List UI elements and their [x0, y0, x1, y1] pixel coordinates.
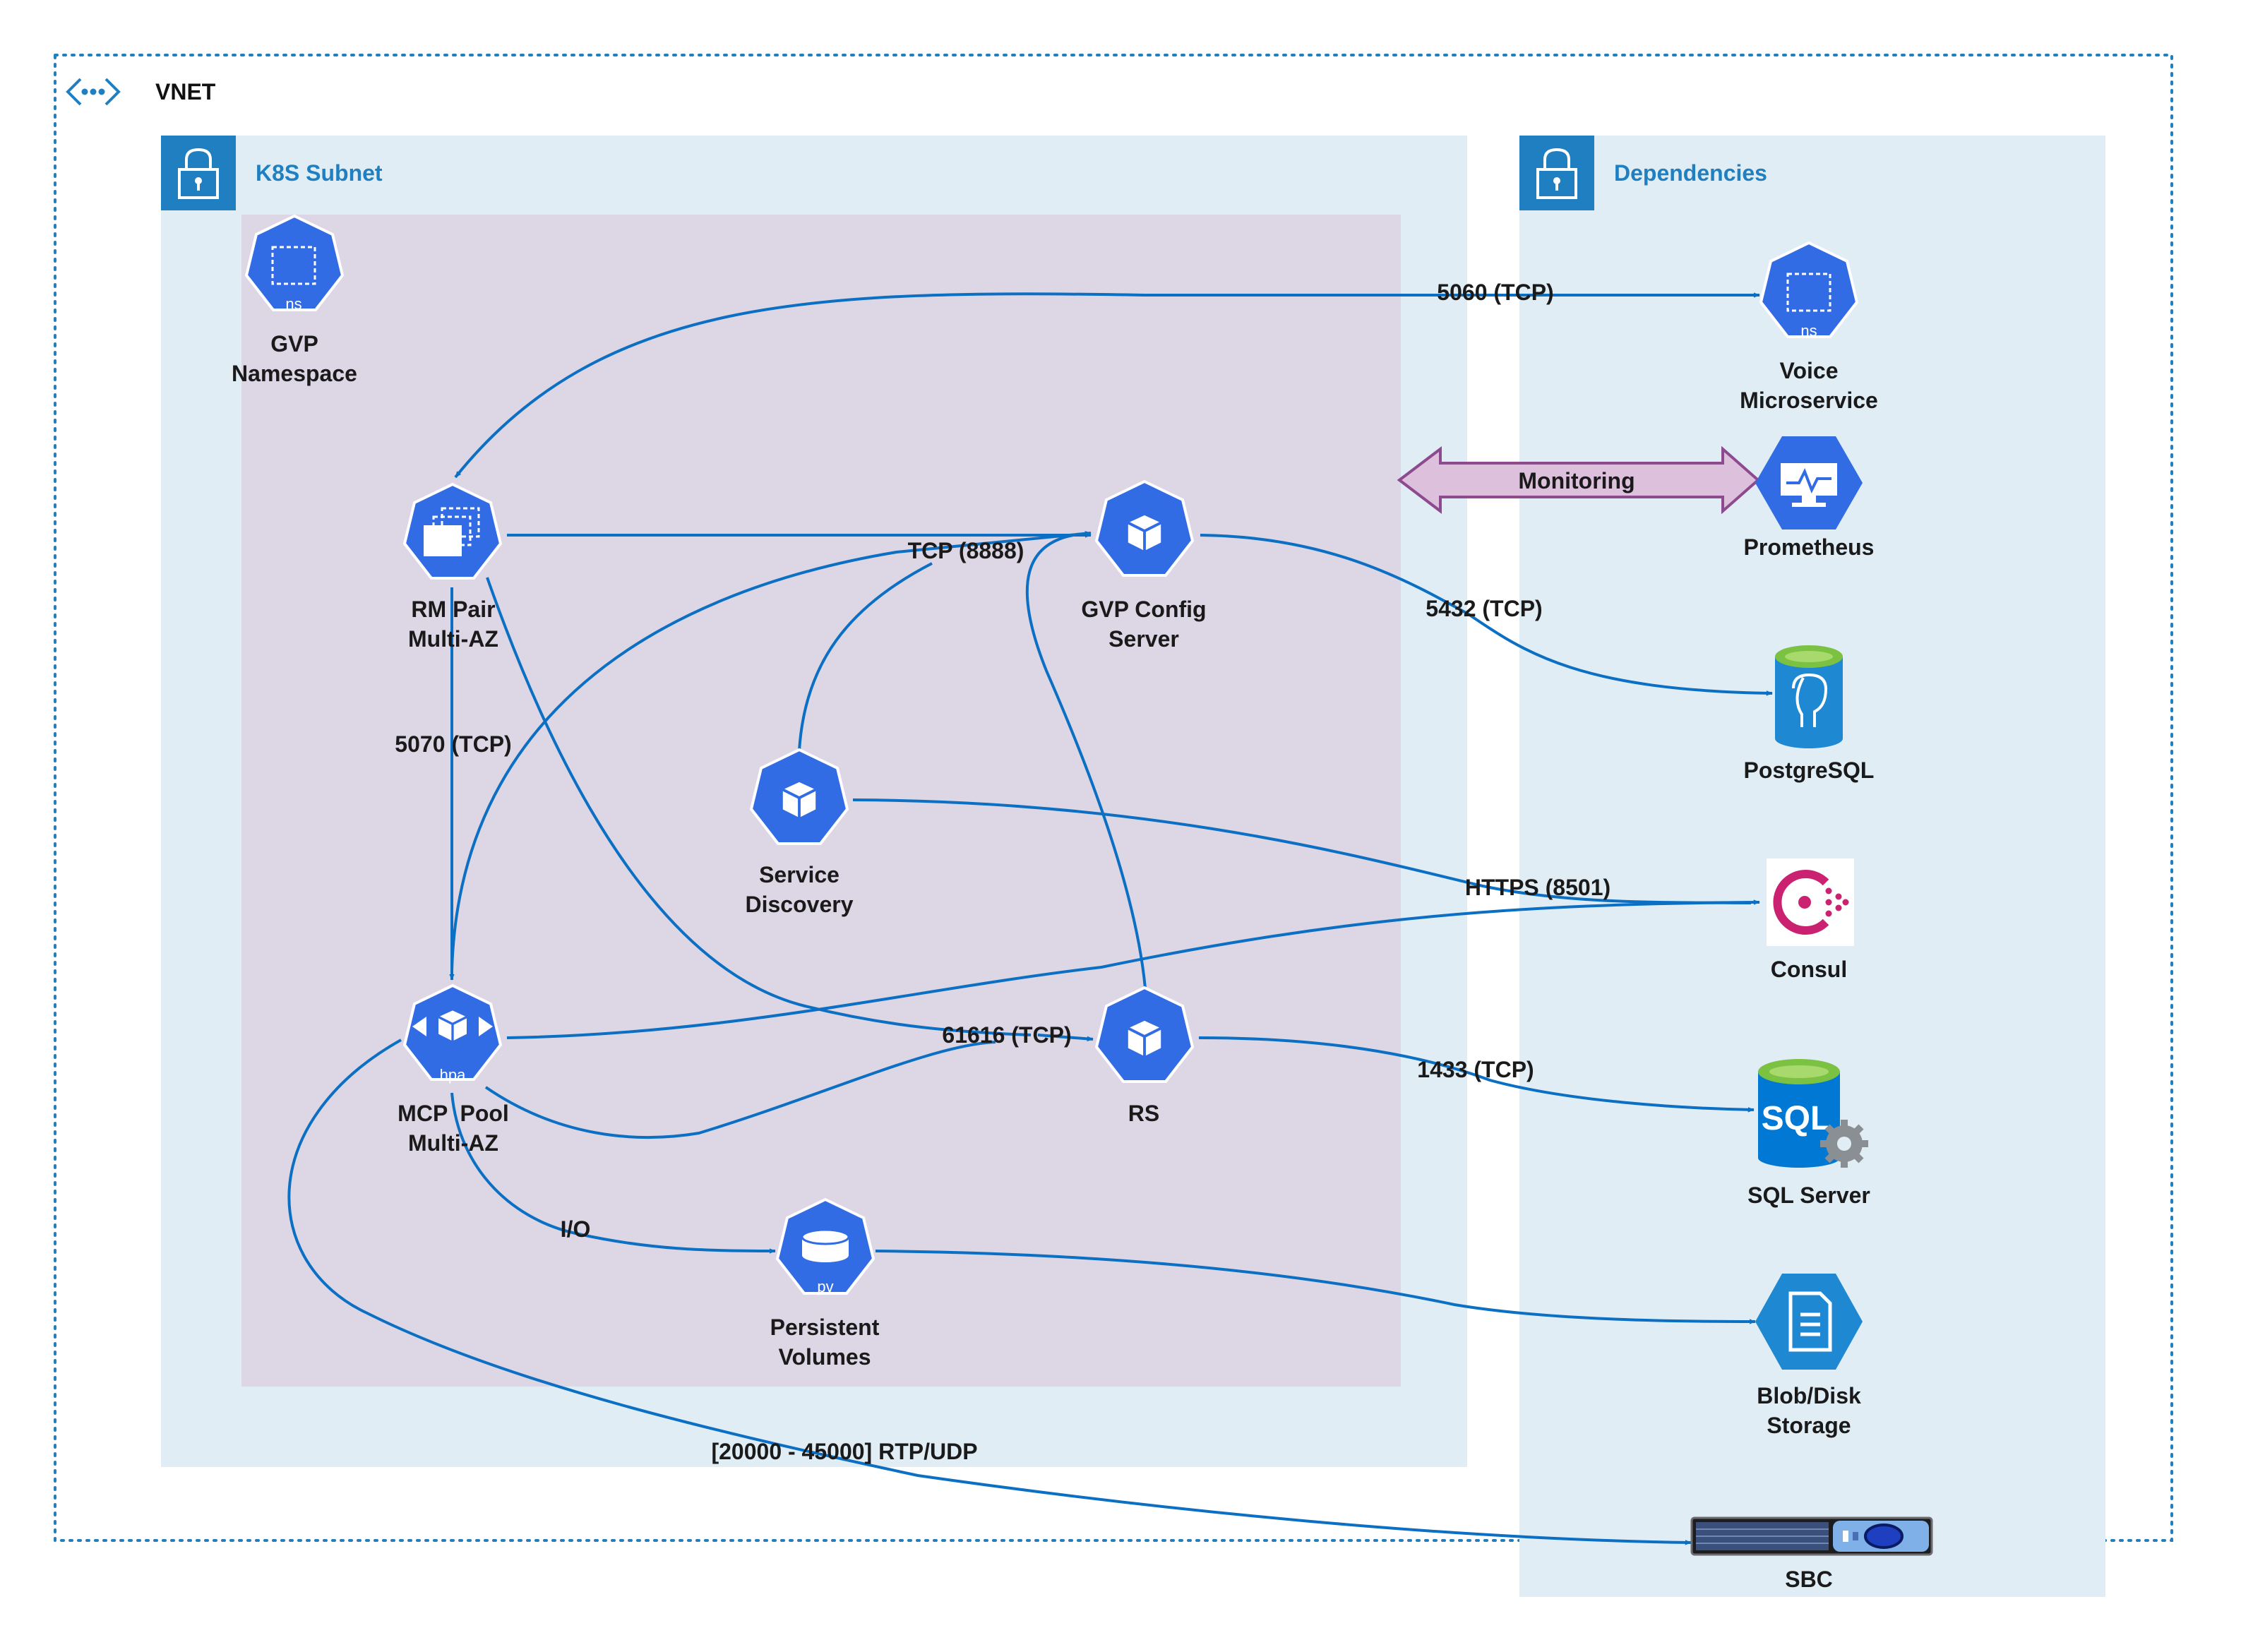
node-label: SBC: [1785, 1567, 1833, 1592]
pv-icon: pv: [776, 1198, 875, 1295]
svg-text:pv: pv: [817, 1278, 833, 1295]
edge-rs-arrow: [1037, 1034, 1094, 1042]
lock-icon: [1519, 136, 1594, 210]
vnet-icon: [66, 78, 121, 106]
sql-server-icon: SQL: [1758, 1059, 1868, 1168]
consul-icon: [1767, 858, 1854, 946]
node-label: Voice: [1780, 358, 1839, 383]
postgresql-node[interactable]: PostgreSQL: [1744, 645, 1875, 783]
node-label: Multi-AZ: [408, 626, 498, 652]
svg-text:ns: ns: [285, 295, 301, 313]
prometheus-node[interactable]: Prometheus: [1744, 436, 1875, 560]
storage-icon: [1755, 1274, 1863, 1370]
node-label: Storage: [1767, 1413, 1851, 1438]
node-label: MCP Pool: [398, 1101, 509, 1126]
node-label: Namespace: [232, 361, 357, 386]
node-label: PostgreSQL: [1744, 758, 1875, 783]
node-label: Server: [1108, 626, 1179, 652]
replicaset-icon: [403, 483, 502, 580]
sql-server-node[interactable]: SQL SQL Server: [1747, 1059, 1870, 1208]
postgresql-icon: [1775, 645, 1843, 748]
node-label: Service: [759, 862, 839, 887]
edge-mcp-to-pv: [450, 1092, 776, 1254]
node-label: Microservice: [1740, 388, 1878, 413]
edge-rs-to-sqlserver: [1198, 1036, 1755, 1113]
namespace-icon: ns: [245, 215, 344, 313]
node-label: Consul: [1771, 957, 1847, 982]
lock-icon: [161, 136, 236, 210]
service-discovery-node[interactable]: Service Discovery: [746, 748, 854, 917]
hpa-icon: hpa: [403, 984, 502, 1084]
gvp-namespace-node[interactable]: ns GVP Namespace: [232, 215, 357, 386]
rm-pair-node[interactable]: RM Pair Multi-AZ: [403, 483, 502, 652]
edge-sd-to-config: [798, 562, 933, 751]
edge-mcp-to-config: [450, 531, 1092, 971]
namespace-icon: ns: [1759, 241, 1858, 340]
label-1433: 1433 (TCP): [1417, 1057, 1534, 1082]
node-label: Discovery: [746, 892, 854, 917]
label-io: I/O: [561, 1216, 591, 1242]
label-61616: 61616 (TCP): [942, 1022, 1071, 1048]
node-label: Volumes: [779, 1344, 871, 1370]
edges: [287, 292, 1773, 1545]
sbc-icon: [1690, 1516, 1933, 1556]
vnet-boundary: [54, 54, 2173, 1542]
edge-voice-to-rm: [454, 292, 1440, 479]
edge-pv-to-storage: [875, 1250, 1756, 1324]
consul-node[interactable]: Consul: [1767, 858, 1854, 982]
blob-disk-storage-node[interactable]: Blob/Disk Storage: [1755, 1274, 1863, 1438]
dependencies-label: Dependencies: [1614, 160, 1767, 186]
svg-text:SQL: SQL: [1762, 1100, 1831, 1137]
edge-labels: 5060 (TCP) Monitoring TCP (8888) 5432 (T…: [395, 280, 1635, 1464]
persistent-volumes-node[interactable]: pv Persistent Volumes: [770, 1198, 880, 1370]
edge-config-to-postgres: [1200, 534, 1773, 696]
edge-mcp-to-rs: [484, 1041, 996, 1139]
k8s-subnet-label: K8S Subnet: [256, 160, 383, 186]
node-label: GVP: [270, 331, 318, 357]
mcp-pool-node[interactable]: hpa MCP Pool Multi-AZ: [398, 984, 509, 1156]
edge-sd-to-consul: [852, 798, 1752, 904]
edge-rs-to-config: [1025, 534, 1147, 989]
node-label: Prometheus: [1744, 534, 1875, 560]
svg-text:hpa: hpa: [440, 1066, 466, 1084]
label-8501: HTTPS (8501): [1465, 875, 1610, 900]
edge-mcp-to-consul: [506, 899, 1760, 1039]
label-5060: 5060 (TCP): [1437, 280, 1553, 305]
label-monitoring: Monitoring: [1518, 468, 1635, 493]
node-label: RS: [1128, 1101, 1159, 1126]
label-5432: 5432 (TCP): [1426, 596, 1542, 621]
monitor-icon: [1755, 436, 1863, 529]
vnet-label: VNET: [155, 79, 216, 104]
gvp-config-server-node[interactable]: GVP Config Server: [1081, 480, 1207, 652]
rs-node[interactable]: RS: [1095, 986, 1194, 1126]
label-rtp: [20000 - 45000] RTP/UDP: [711, 1439, 977, 1464]
node-label: RM Pair: [411, 597, 495, 622]
node-label: Persistent: [770, 1315, 880, 1340]
edge-mcp-to-sbc: [287, 1039, 1692, 1545]
label-5070: 5070 (TCP): [395, 731, 511, 757]
voice-microservice-node[interactable]: ns Voice Microservice: [1740, 241, 1878, 413]
node-label: Multi-AZ: [408, 1130, 498, 1156]
node-label: Blob/Disk: [1757, 1383, 1861, 1408]
edge-rm-to-rs: [486, 577, 1032, 1036]
sbc-node[interactable]: SBC: [1690, 1516, 1933, 1592]
svg-text:ns: ns: [1800, 322, 1817, 340]
node-label: GVP Config: [1081, 597, 1206, 622]
node-label: SQL Server: [1747, 1183, 1870, 1208]
label-8888: TCP (8888): [908, 538, 1024, 563]
